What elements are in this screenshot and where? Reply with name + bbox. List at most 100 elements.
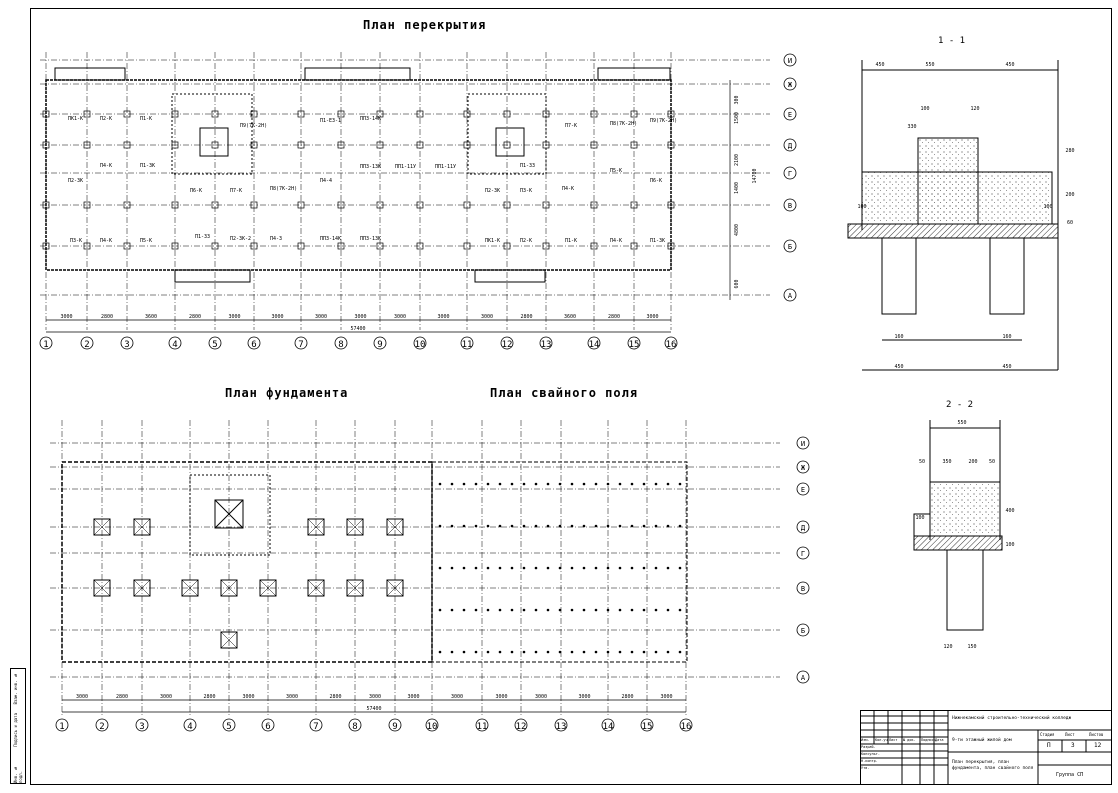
column-node: [630, 141, 638, 149]
axis-letter: Г: [801, 550, 805, 558]
pile: [522, 482, 526, 486]
slab-label: П2-3К: [68, 178, 83, 184]
sheet-number: 3: [1071, 742, 1075, 749]
slab-label: П2-К: [520, 238, 532, 244]
column-node: [542, 201, 550, 209]
span-dimension: 3000: [76, 694, 88, 700]
floor-plan-title: План перекрытия: [363, 18, 487, 32]
slab-label: П4-К: [562, 186, 574, 192]
axis-bubble: [783, 53, 797, 67]
pile: [654, 524, 658, 528]
pile: [510, 524, 514, 528]
span-dimension: 3000: [407, 694, 419, 700]
pile: [450, 650, 454, 654]
axis-bubble: [783, 288, 797, 302]
axis-bubble: [796, 520, 810, 534]
column-node: [376, 110, 384, 118]
pile: [570, 482, 574, 486]
pile: [534, 566, 538, 570]
pile: [570, 650, 574, 654]
section-dimension: 100: [857, 204, 866, 210]
foundation-plan: [61, 461, 433, 663]
axis-bubble: [783, 138, 797, 152]
column-node: [503, 242, 511, 250]
axis-bubble: [500, 336, 514, 350]
pile: [522, 566, 526, 570]
slab-label: П7-К: [230, 188, 242, 194]
axis-bubble: [783, 77, 797, 91]
column-node: [667, 201, 675, 209]
axis-bubble: [95, 718, 109, 732]
pile: [498, 482, 502, 486]
pile: [618, 650, 622, 654]
section-dimension: 160: [1002, 334, 1011, 340]
column-node: [250, 141, 258, 149]
slab-label: П8(7К-2Н): [270, 186, 297, 192]
column-node: [416, 110, 424, 118]
section-1-title: 1 - 1: [938, 36, 966, 46]
pile: [570, 566, 574, 570]
column-node: [630, 242, 638, 250]
column-node: [123, 201, 131, 209]
pile: [630, 608, 634, 612]
project-name: 9-ти этажный жилой дом: [952, 738, 1012, 743]
column-node: [250, 110, 258, 118]
pile: [582, 566, 586, 570]
slab-label: П1-ЕЗ-1: [320, 118, 341, 124]
title-block-grid: [860, 710, 1112, 785]
pile: [642, 566, 646, 570]
column-node: [463, 141, 471, 149]
pile: [678, 566, 682, 570]
floor-plan-gridlines: [40, 52, 770, 330]
axis-number: 6: [265, 722, 270, 732]
axis-bubble: [413, 336, 427, 350]
column-node: [297, 201, 305, 209]
section-dimension: 450: [1005, 62, 1014, 68]
axis-number: 10: [427, 722, 438, 732]
axis-number: 9: [392, 722, 397, 732]
pile: [666, 524, 670, 528]
section-dimension: 400: [1005, 508, 1014, 514]
axis-bubble: [309, 718, 323, 732]
slab-label: П6-К: [190, 188, 202, 194]
axis-bubble: [168, 336, 182, 350]
axis-bubble: [796, 581, 810, 595]
axis-number: 13: [541, 340, 552, 350]
organization-name: Нижнекамский строительно-технический кол…: [952, 716, 1072, 721]
pile: [642, 608, 646, 612]
pile: [594, 482, 598, 486]
pile: [558, 482, 562, 486]
span-dimension: 3000: [495, 694, 507, 700]
pile-field-title: План свайного поля: [490, 386, 639, 400]
pile: [534, 482, 538, 486]
span-dimension: 3000: [271, 314, 283, 320]
pile: [666, 650, 670, 654]
span-dimension: 2800: [608, 314, 620, 320]
column-node: [123, 242, 131, 250]
span-dimension: 3600: [145, 314, 157, 320]
span-dimension: 3000: [242, 694, 254, 700]
slab-label: П1-3К: [140, 163, 155, 169]
axis-number: 2: [84, 340, 89, 350]
axis-bubble: [334, 336, 348, 350]
axis-bubble: [796, 460, 810, 474]
pile: [630, 524, 634, 528]
column-node: [211, 242, 219, 250]
title-block-header: № док.: [903, 738, 916, 742]
axis-number: 11: [462, 340, 473, 350]
span-dimension: 3000: [286, 694, 298, 700]
slab-label: П3-К: [520, 188, 532, 194]
sheet-label: Лист: [1065, 732, 1075, 737]
axis-number: 1: [43, 340, 48, 350]
pile: [510, 650, 514, 654]
section-dimension: 550: [957, 420, 966, 426]
axis-number: 10: [415, 340, 426, 350]
column-node: [250, 201, 258, 209]
column-node: [463, 242, 471, 250]
pile: [438, 482, 442, 486]
column-node: [123, 110, 131, 118]
section-dimension: 200: [968, 459, 977, 465]
slab-label: П2-3К-2: [230, 236, 251, 242]
